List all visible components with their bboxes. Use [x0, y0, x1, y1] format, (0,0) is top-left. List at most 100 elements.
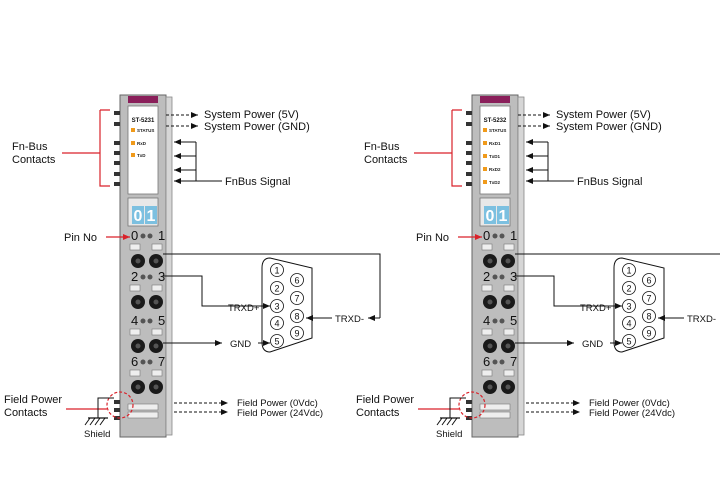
wire-socket-core [487, 343, 493, 349]
fnbus-contact [466, 111, 472, 115]
shield-label: Shield [84, 429, 110, 440]
dsub-pin [642, 291, 656, 305]
dsub-pin-number: 5 [274, 337, 279, 347]
led-label: TxD1 [489, 154, 501, 159]
module-model-label: ST-5231 [132, 118, 155, 124]
module-side-rail [165, 96, 173, 436]
status-label: STATUS [489, 128, 506, 133]
fnbus-contacts-label: Contacts [364, 154, 408, 166]
shield-hatch [446, 417, 453, 426]
dsub-pin-number: 8 [294, 312, 299, 322]
dsub-pin-number: 9 [646, 329, 651, 339]
wire-socket-core [505, 343, 511, 349]
fnbus-contact [466, 161, 472, 165]
pin-hole [492, 233, 498, 239]
bottom-tab [479, 411, 511, 419]
dsub-pin-number: 2 [626, 284, 631, 294]
pin-number-label: 5 [510, 313, 517, 328]
wire-socket-core [487, 258, 493, 264]
wire-socket-core [505, 384, 511, 390]
dsub-pin [290, 273, 304, 287]
system-power-5v-label: System Power (5V) [556, 109, 651, 121]
dsub-pin [290, 291, 304, 305]
fnbus-contact [466, 151, 472, 155]
dsub-pin [270, 334, 284, 348]
dsub-pin [270, 316, 284, 330]
wire-socket-core [153, 258, 159, 264]
module-top-strip [128, 96, 158, 103]
bottom-tab [127, 403, 159, 411]
shield-wire [97, 397, 114, 418]
display-digit-0 [132, 206, 144, 224]
wire-socket-core [153, 299, 159, 305]
led-label: RxD2 [489, 167, 501, 172]
wire-socket-core [135, 384, 141, 390]
dsub-pin-number: 6 [646, 276, 651, 286]
dsub-pin [290, 309, 304, 323]
pin-hole [140, 274, 146, 280]
pin-hole [140, 318, 146, 324]
pin-number-label: 2 [483, 269, 490, 284]
shield-hatch [94, 417, 101, 426]
led-txd2 [483, 180, 487, 184]
pin-hole [492, 359, 498, 365]
shield-label: Shield [436, 429, 462, 440]
gnd-label: GND [582, 339, 603, 350]
dsub-pin-number: 4 [274, 319, 279, 329]
display-digit-1 [145, 206, 157, 224]
pin-number-label: 7 [158, 354, 165, 369]
pin-hole [499, 318, 505, 324]
fnbus-bracket [99, 109, 110, 187]
pin-number-label: 3 [158, 269, 165, 284]
fnbus-contact [466, 122, 472, 126]
led-label: TxD [137, 153, 146, 158]
dsub-pin [642, 273, 656, 287]
pin-number-label: 1 [510, 228, 517, 243]
gnd-label: GND [230, 339, 251, 350]
release-tab [481, 369, 493, 377]
pin-number-label: 5 [158, 313, 165, 328]
field-power-24v-label: Field Power (24Vdc) [237, 408, 323, 419]
fnbus-bracket [451, 109, 462, 187]
release-tab [481, 243, 493, 251]
pin-number-label: 1 [158, 228, 165, 243]
fnbus-contact [114, 151, 120, 155]
fnbus-contacts-label: Fn-Bus [12, 141, 48, 153]
field-power-contact [466, 400, 472, 404]
dsub-pin [270, 299, 284, 313]
module-label-panel [127, 105, 159, 195]
pin-number-label: 4 [131, 313, 138, 328]
shield-hatch [84, 417, 91, 426]
pin-no-label: Pin No [416, 232, 449, 244]
release-tab [129, 328, 141, 336]
dsub-pin [622, 299, 636, 313]
dsub-connector [613, 257, 665, 353]
wire-socket-core [505, 299, 511, 305]
display-digit-1 [497, 206, 509, 224]
pin-hole [147, 359, 153, 365]
trxd-plus-label: TRXD+ [580, 303, 612, 314]
dsub-pin [642, 309, 656, 323]
fnbus-signal-label: FnBus Signal [225, 176, 290, 188]
fnbus-contact [114, 172, 120, 176]
release-tab [503, 284, 515, 292]
pin-number-label: 6 [131, 354, 138, 369]
module-top-strip [480, 96, 510, 103]
trxd-minus-label: TRXD- [335, 314, 364, 325]
dsub-pin [622, 334, 636, 348]
wire-socket-core [153, 343, 159, 349]
pin-number-label: 7 [510, 354, 517, 369]
led-label: TxD2 [489, 180, 501, 185]
pin-hole [492, 318, 498, 324]
pin-number-label: 4 [483, 313, 490, 328]
field-power-circle [458, 391, 486, 419]
release-tab [151, 369, 163, 377]
pin-hole [492, 274, 498, 280]
status-label: STATUS [137, 128, 154, 133]
shield-hatch [441, 417, 448, 426]
field-power-0v-label: Field Power (0Vdc) [589, 398, 670, 409]
dsub-pin-number: 8 [646, 312, 651, 322]
led-txd1 [483, 154, 487, 158]
